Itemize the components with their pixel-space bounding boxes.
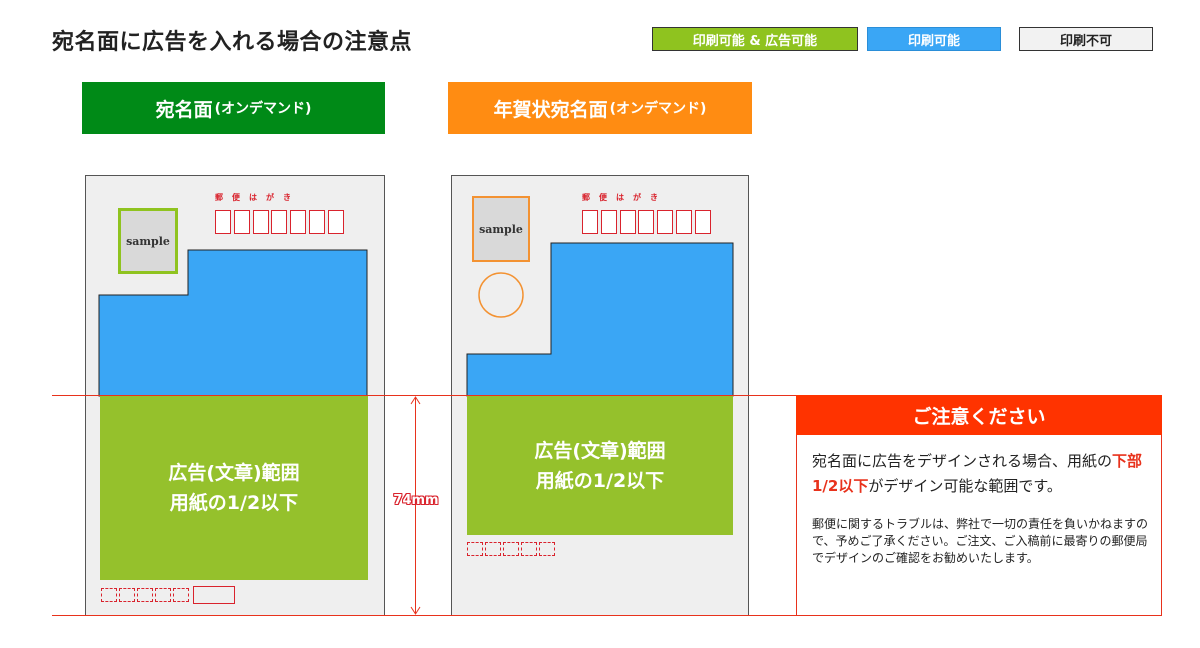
- sender-zip-box: [485, 542, 501, 556]
- postmark-circle-icon: [478, 272, 524, 318]
- postal-label: 郵便はがき: [215, 193, 300, 202]
- zip-box: [328, 210, 344, 234]
- notice-body-before: 宛名面に広告をデザインされる場合、用紙の: [812, 452, 1113, 470]
- notice-body-emphasis: 下部1/2以下: [812, 452, 1143, 495]
- sender-zip-box: [119, 588, 135, 602]
- zip-box: [253, 210, 269, 234]
- ad-area-line2: 用紙の1/2以下: [535, 469, 665, 492]
- zip-box: [657, 210, 673, 234]
- stamp-sample: sample: [472, 196, 530, 262]
- zip-box: [601, 210, 617, 234]
- measure-arrow-up: [410, 396, 421, 405]
- legend-no-print: 印刷不可: [1019, 27, 1153, 51]
- sender-zip-boxes: [467, 542, 555, 556]
- zip-box: [309, 210, 325, 234]
- card-2-title: 年賀状宛名面: [493, 98, 608, 121]
- sender-zip-box: [467, 542, 483, 556]
- zip-box: [582, 210, 598, 234]
- page-title: 宛名面に広告を入れる場合の注意点: [52, 30, 413, 55]
- notice-body-after: がデザイン可能な範囲です。: [868, 477, 1062, 495]
- card-2-title-paren: (オンデマンド): [609, 101, 707, 117]
- sender-zip-box: [503, 542, 519, 556]
- zip-box: [676, 210, 692, 234]
- zip-box: [638, 210, 654, 234]
- ad-area-line1: 広告(文章)範囲: [534, 439, 666, 462]
- zip-code-boxes: [215, 210, 344, 234]
- ad-area-1: 広告(文章)範囲 用紙の1/2以下: [100, 396, 368, 580]
- sender-zip-box: [101, 588, 117, 602]
- zip-box: [620, 210, 636, 234]
- sender-box: [193, 586, 235, 604]
- legend-print-only: 印刷可能: [867, 27, 1001, 51]
- notice-body: 宛名面に広告をデザインされる場合、用紙の下部1/2以下がデザイン可能な範囲です。: [812, 449, 1152, 499]
- card-1-title: 宛名面: [155, 98, 213, 121]
- card-1-banner: 宛名面(オンデマンド): [82, 82, 385, 134]
- sender-zip-boxes: [101, 588, 189, 602]
- card-2-banner: 年賀状宛名面(オンデマンド): [448, 82, 752, 134]
- sender-zip-box: [539, 542, 555, 556]
- measure-arrow-down: [410, 606, 421, 615]
- ad-area-2: 広告(文章)範囲 用紙の1/2以下: [467, 396, 733, 535]
- sender-zip-box: [173, 588, 189, 602]
- notice-small-text: 郵便に関するトラブルは、弊社で一切の責任を負いかねますので、予めご了承ください。…: [812, 517, 1149, 565]
- zip-code-boxes: [582, 210, 711, 234]
- stamp-sample: sample: [118, 208, 178, 274]
- zip-box: [234, 210, 250, 234]
- sender-zip-box: [521, 542, 537, 556]
- zip-box: [215, 210, 231, 234]
- zip-box: [271, 210, 287, 234]
- zip-box: [290, 210, 306, 234]
- ad-area-line2: 用紙の1/2以下: [169, 492, 299, 514]
- sender-zip-box: [155, 588, 171, 602]
- measurement-label: 74mm: [393, 493, 439, 508]
- sender-zip-box: [137, 588, 153, 602]
- notice-heading: ご注意ください: [796, 395, 1162, 435]
- postal-label: 郵便はがき: [582, 193, 667, 202]
- zip-box: [695, 210, 711, 234]
- ad-area-line1: 広告(文章)範囲: [168, 462, 300, 484]
- card-1-title-paren: (オンデマンド): [214, 101, 312, 117]
- legend-print-and-ad: 印刷可能 & 広告可能: [652, 27, 858, 51]
